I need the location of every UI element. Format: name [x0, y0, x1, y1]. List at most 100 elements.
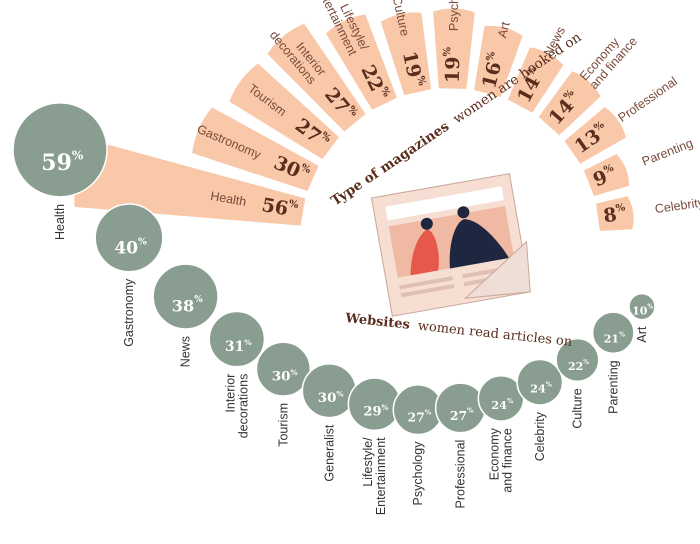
magazine-bar — [564, 107, 626, 164]
websites-title: Websites women read articles on — [344, 311, 574, 350]
website-bubble — [628, 292, 656, 321]
website-unit: % — [194, 295, 203, 305]
website-bubble — [12, 102, 108, 198]
website-item-health: 59%Health — [12, 102, 108, 240]
magazine-item-art: 16%Art — [474, 20, 523, 97]
website-value: 31 — [225, 339, 244, 355]
magazine-item-gastronomy: 30%Gastronomy — [192, 107, 319, 192]
website-item-tourism: 30% Tourism — [255, 341, 311, 447]
website-bubble — [152, 263, 219, 330]
magazine-unit: % — [415, 75, 428, 87]
svg-text:30%: 30% — [318, 389, 344, 406]
magazine-item-interior-decorations: 27%Interiordecorations — [267, 23, 366, 132]
magazine-label: Professional — [616, 74, 680, 125]
magazine-label: Celebrity — [654, 195, 700, 216]
website-unit: % — [619, 331, 625, 338]
website-label: Celebrity — [533, 411, 547, 461]
website-item-interior-decorations: 31% Interiordecorations — [208, 310, 266, 439]
magazine-label: Economyand finance — [577, 26, 640, 92]
svg-text:30%: 30% — [272, 367, 298, 384]
svg-text:24%: 24% — [491, 397, 513, 411]
magazine-bar — [583, 154, 630, 197]
website-unit: % — [138, 236, 147, 247]
svg-text:59%: 59% — [41, 148, 84, 176]
website-value: 59 — [41, 150, 72, 176]
magazine-bar — [267, 23, 366, 132]
magazine-bar — [474, 25, 523, 97]
svg-text:40%: 40% — [115, 236, 148, 257]
website-unit: % — [72, 148, 84, 162]
svg-text:24%: 24% — [530, 381, 552, 395]
website-bubble — [555, 337, 600, 383]
website-bubble — [591, 311, 635, 355]
magazine-label: Psychology — [447, 0, 462, 31]
magazine-label: Parenting — [640, 136, 695, 169]
website-label: Lifestyle/Entertainment — [361, 437, 388, 515]
website-item-culture: 22% Culture — [555, 337, 600, 429]
website-label: Art — [635, 326, 649, 343]
website-label: Generalist — [322, 424, 336, 481]
website-bubble — [94, 203, 164, 273]
website-label: Economyand finance — [488, 427, 515, 492]
website-value: 24 — [491, 398, 507, 412]
website-bubble — [255, 341, 311, 397]
magazine-value: 8 — [602, 204, 618, 228]
website-item-parenting: 21%Parenting — [591, 311, 635, 414]
website-label: Interiordecorations — [223, 374, 250, 439]
magazine-unit: % — [484, 50, 497, 62]
website-unit: % — [425, 408, 432, 416]
svg-text:29%: 29% — [363, 402, 388, 419]
website-value: 27 — [407, 409, 424, 424]
website-unit: % — [583, 359, 589, 366]
magazine-bar — [325, 14, 397, 110]
website-value: 38 — [172, 296, 195, 315]
website-unit: % — [244, 338, 252, 347]
website-item-gastronomy: 40% Gastronomy — [94, 203, 164, 347]
website-value: 30 — [318, 390, 337, 406]
websites-title-rest: women read articles on — [413, 318, 574, 350]
website-label: News — [179, 336, 193, 367]
website-value: 27 — [450, 407, 467, 422]
website-unit: % — [647, 303, 653, 310]
magazine-value: 19 — [442, 56, 464, 83]
magazine-item-celebrity: 8% Celebrity — [596, 195, 700, 231]
website-value: 10 — [632, 304, 648, 317]
svg-text:22%: 22% — [568, 359, 589, 373]
magazine-unit: % — [442, 46, 453, 56]
svg-text:Websites women read articles o: Websites women read articles on — [344, 311, 574, 350]
website-value: 40 — [115, 237, 139, 257]
magazine-item-tourism: 27%Tourism — [229, 63, 339, 160]
websites-title-bold: Websites — [344, 311, 411, 333]
svg-text:9%: 9% — [590, 162, 620, 191]
website-item-art: 10% Art — [628, 292, 656, 343]
magazine-item-psychology: 19% Psychology — [433, 0, 475, 89]
website-bubble — [208, 310, 266, 368]
website-label: Tourism — [276, 403, 290, 447]
website-item-celebrity: 24% Celebrity — [516, 358, 564, 461]
magazine-bar — [538, 71, 601, 136]
websites-chart: 59%Health 40% Gastronomy 38% News 31% Interior… — [12, 102, 656, 515]
svg-text:27%: 27% — [407, 408, 431, 424]
magazine-icon — [370, 173, 531, 317]
svg-text:56%: 56% — [260, 194, 300, 222]
magazine-bar — [229, 63, 339, 160]
magazine-unit: % — [615, 202, 626, 214]
website-item-lifestyle-entertainment: 29% Lifestyle/Entertainment — [347, 377, 402, 515]
website-label: Culture — [570, 388, 584, 428]
website-value: 22 — [568, 359, 583, 372]
svg-text:19%: 19% — [441, 46, 464, 83]
website-unit: % — [382, 402, 389, 411]
magazine-bar — [507, 47, 564, 113]
magazine-bar — [192, 107, 319, 192]
website-unit: % — [467, 406, 474, 414]
website-value: 21 — [604, 332, 619, 345]
website-unit: % — [291, 367, 298, 376]
svg-text:10%: 10% — [632, 303, 653, 317]
website-unit: % — [336, 389, 343, 398]
magazine-unit: % — [602, 162, 615, 176]
svg-text:38%: 38% — [172, 295, 204, 315]
svg-text:31%: 31% — [225, 338, 252, 355]
svg-text:8%: 8% — [602, 202, 628, 228]
website-label: Gastronomy — [122, 278, 136, 347]
